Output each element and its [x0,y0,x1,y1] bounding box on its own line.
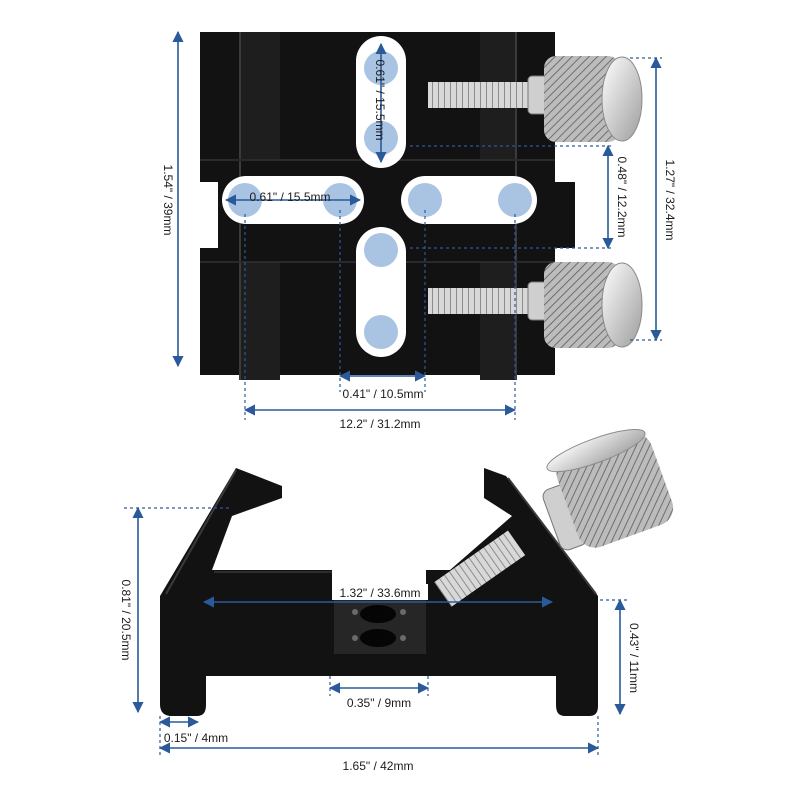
height-label: 1.54" / 39mm [161,165,175,236]
base-hole [360,629,396,647]
side-view: 0.81" / 20.5mm 1.32" / 33.6mm 0.43" / 11… [119,429,674,773]
marker [498,183,532,217]
upper-knob [544,56,620,142]
base-hole [360,605,396,623]
center-gap-label: 0.41" / 10.5mm [343,387,424,401]
lower-knob [544,262,620,348]
total-width-label: 1.65" / 42mm [343,759,414,773]
left-slot-label: 0.61" / 15.5mm [250,190,331,204]
bottom-span-label: 12.2" / 31.2mm [340,417,421,431]
lower-knob-cap [601,262,643,348]
screw-span-label: 1.27" / 32.4mm [663,160,677,241]
upper-knob-cap [601,56,643,142]
upper-slot-label: 0.61" / 15.5mm [373,60,387,141]
lower-screw [428,288,536,314]
right-rail-lower [480,262,516,380]
foot-height-label: 0.43" / 11mm [627,623,641,693]
marker [364,233,398,267]
side-knob-cap [546,429,646,473]
side-body [160,468,598,716]
inner-width-label: 1.32" / 33.6mm [340,586,421,600]
left-rail-lower [240,262,280,380]
marker [364,315,398,349]
upper-screw [428,82,536,108]
top-view: 1.54" / 39mm 0.61" / 15.5mm 0.61" / 15.5… [161,30,677,431]
marker [408,183,442,217]
side-screw [434,530,526,607]
foot-width-label: 0.15" / 4mm [164,731,228,745]
left-rail [240,32,280,160]
slot-width-label: 0.35" / 9mm [347,696,411,710]
screw-gap-label: 0.48" / 12.2mm [615,157,629,238]
side-height-label: 0.81" / 20.5mm [119,580,133,661]
